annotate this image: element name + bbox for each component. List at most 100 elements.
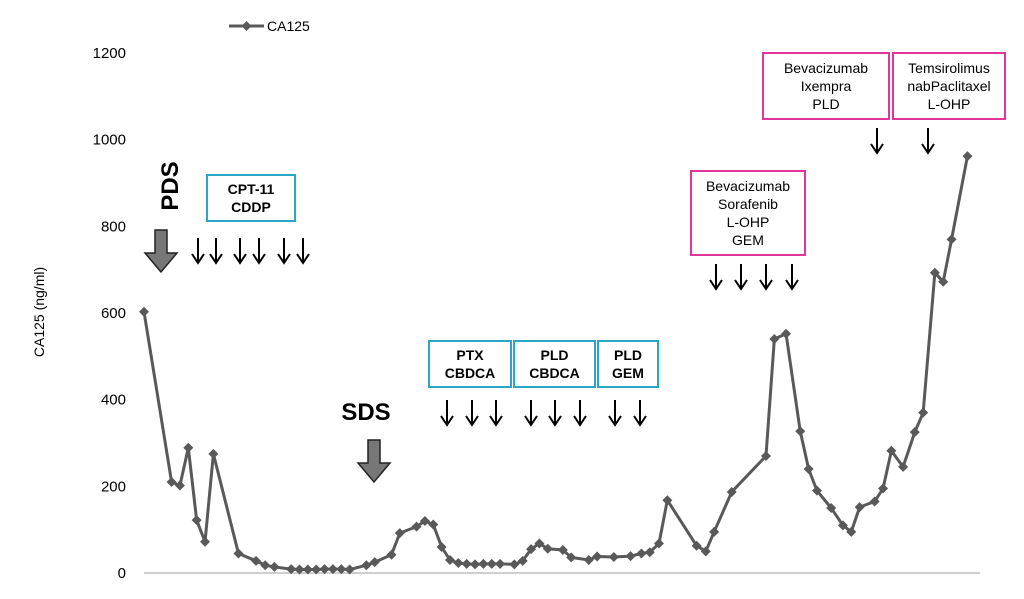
data-point — [495, 558, 506, 569]
data-point — [286, 564, 297, 575]
data-point — [557, 545, 568, 556]
down-arrow-icon — [759, 264, 773, 291]
legend: CA125 — [229, 18, 310, 34]
data-point — [486, 558, 497, 569]
data-point — [608, 551, 619, 562]
data-point — [344, 564, 355, 575]
down-arrow-icon — [489, 400, 503, 427]
data-point — [534, 538, 545, 549]
treatment-box-line: CBDCA — [445, 365, 496, 381]
data-point — [526, 544, 537, 555]
y-tick-label: 600 — [101, 305, 126, 322]
data-point — [662, 495, 673, 506]
sds-label: SDS — [341, 399, 390, 426]
treatment-box-line: Sorafenib — [718, 196, 778, 212]
data-point — [726, 486, 737, 497]
down-arrow-icon — [296, 238, 310, 265]
data-point — [436, 542, 447, 552]
data-point — [929, 267, 940, 278]
data-point — [691, 540, 702, 551]
down-arrow-icon — [440, 400, 454, 427]
legend-label: CA125 — [267, 18, 310, 34]
down-arrow-icon — [633, 400, 647, 427]
y-axis-label: CA125 (ng/ml) — [31, 267, 47, 357]
data-point — [453, 558, 464, 569]
data-point — [709, 526, 720, 537]
treatment-box-line: Bevacizumab — [706, 178, 790, 194]
data-point — [869, 496, 880, 507]
data-point — [166, 477, 177, 487]
data-point — [566, 552, 577, 563]
data-point — [369, 557, 380, 568]
treatment-box-line: L-OHP — [727, 214, 770, 230]
data-point — [700, 546, 711, 557]
data-point — [509, 559, 520, 570]
pds-label: PDS — [157, 161, 184, 210]
treatment-boxes: CPT-11CDDPPTXCBDCAPLDCBDCAPLDGEMBevacizu… — [206, 52, 1006, 388]
data-point — [294, 564, 305, 575]
treatment-box: PTX CBDCA — [428, 340, 512, 388]
data-point — [517, 555, 528, 566]
down-arrow-icon — [277, 238, 291, 265]
data-point — [795, 426, 806, 437]
data-point — [878, 483, 889, 494]
treatment-box-line: GEM — [612, 365, 644, 381]
treatment-box-line: PTX — [456, 347, 484, 363]
sds-arrow — [356, 439, 392, 484]
y-tick-label: 200 — [101, 478, 126, 495]
data-point — [208, 448, 219, 459]
y-tick-label: 0 — [118, 565, 126, 582]
data-point — [260, 560, 271, 571]
data-point — [769, 334, 780, 344]
series-group — [139, 151, 973, 575]
data-point — [837, 520, 848, 531]
y-tick-label: 800 — [101, 218, 126, 235]
data-point — [854, 502, 865, 513]
data-point — [200, 536, 211, 547]
data-point — [361, 560, 372, 571]
data-point — [962, 151, 973, 162]
down-arrow-icon — [921, 128, 935, 155]
data-point — [411, 521, 422, 532]
treatment-box-line: Ixempra — [801, 78, 852, 94]
down-arrow-icon — [870, 128, 884, 155]
treatment-box-line: Temsirolimus — [908, 60, 990, 76]
data-point — [251, 555, 262, 566]
data-point — [302, 564, 313, 575]
down-arrow-icon — [785, 264, 799, 291]
data-point — [653, 538, 664, 549]
data-point — [592, 551, 603, 562]
data-point — [826, 503, 837, 513]
down-arrow-icon — [233, 238, 247, 265]
y-tick-label: 1000 — [93, 132, 126, 149]
treatment-box-line: PLD — [541, 347, 569, 363]
data-point — [428, 519, 439, 530]
data-point — [583, 555, 594, 565]
data-point — [336, 564, 347, 575]
data-point — [311, 564, 322, 575]
down-arrow-icon — [465, 400, 479, 427]
down-arrow-icon — [734, 264, 748, 291]
treatment-box-line: PLD — [812, 96, 839, 112]
data-point — [542, 543, 553, 554]
data-point — [461, 558, 472, 569]
legend-marker — [241, 21, 252, 31]
pds-arrow — [143, 229, 179, 274]
treatment-box-line: L-OHP — [928, 96, 971, 112]
data-point — [898, 461, 909, 472]
treatment-box-line: Bevacizumab — [784, 60, 868, 76]
data-point — [909, 427, 920, 438]
data-point — [846, 526, 857, 537]
treatment-box-line: CPT-11 — [228, 181, 275, 197]
data-point — [174, 480, 185, 491]
data-point — [444, 555, 455, 565]
y-tick-label: 400 — [101, 392, 126, 409]
data-point — [269, 561, 280, 572]
down-arrow-icon — [252, 238, 266, 265]
